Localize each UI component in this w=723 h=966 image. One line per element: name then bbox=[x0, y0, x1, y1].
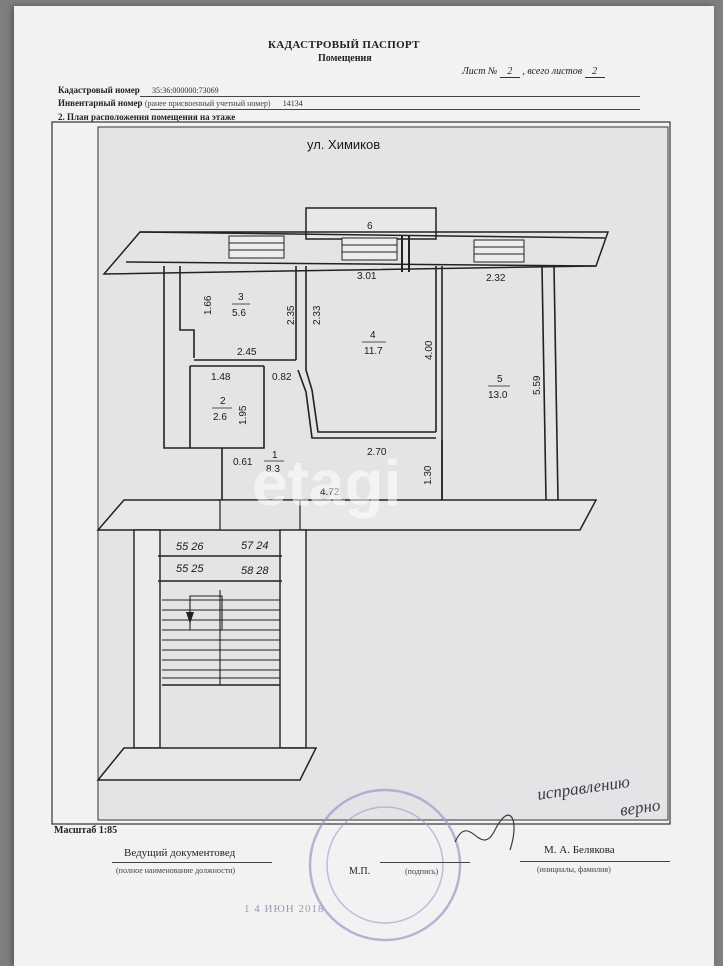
dim-2-35: 2.35 bbox=[286, 305, 297, 325]
room-2-number: 2 bbox=[220, 396, 226, 407]
room-4-area: 11.7 bbox=[364, 346, 383, 357]
room-1-number: 1 bbox=[272, 450, 278, 461]
sheet-number: 2 bbox=[499, 66, 520, 78]
dim-3-01: 3.01 bbox=[357, 271, 377, 282]
position-title: Ведущий документовед bbox=[124, 847, 236, 859]
sheet-label: Лист № bbox=[462, 66, 498, 77]
position-underline bbox=[112, 862, 272, 863]
room-3-number: 3 bbox=[238, 292, 244, 303]
dim-5-59: 5.59 bbox=[532, 375, 543, 395]
dim-1-30: 1.30 bbox=[423, 465, 434, 485]
cadastral-value: 35:36:000000:73069 bbox=[151, 86, 219, 95]
signature bbox=[454, 814, 515, 851]
person-name: М. А. Белякова bbox=[544, 844, 615, 856]
dim-2-70: 2.70 bbox=[367, 447, 387, 458]
cadastral-label: Кадастровый номер bbox=[58, 85, 140, 95]
room-3: 3 5.6 bbox=[232, 292, 250, 319]
person-underline bbox=[520, 861, 670, 862]
stair-mark-1: 55 26 bbox=[176, 541, 204, 553]
stamp-date: 1 4 ИЮН 2018 bbox=[244, 903, 325, 915]
facade-inner-2 bbox=[125, 261, 597, 267]
cadastral-row: Кадастровый номер 35:36:000000:73069 bbox=[58, 85, 219, 95]
room-4: 4 11.7 bbox=[362, 330, 386, 357]
section-heading: 2. План расположения помещения на этаже bbox=[58, 112, 236, 122]
inventory-underline bbox=[150, 109, 640, 110]
official-stamp bbox=[308, 788, 462, 942]
room-5: 5 13.0 bbox=[488, 374, 510, 401]
document-title: КАДАСТРОВЫЙ ПАСПОРТ bbox=[268, 39, 420, 51]
dim-4-72: 4.72 bbox=[320, 487, 340, 498]
room-3-area: 5.6 bbox=[232, 308, 246, 319]
dim-2-33: 2.33 bbox=[312, 305, 323, 325]
dim-6: 6 bbox=[367, 221, 373, 232]
room-5-number: 5 bbox=[497, 374, 503, 385]
document-subtitle: Помещения bbox=[318, 53, 372, 64]
stair-mark-4: 58 28 bbox=[241, 565, 269, 577]
official-stamp-inner bbox=[326, 806, 444, 924]
bottom-wall bbox=[96, 747, 318, 781]
position-caption: (полное наименование должности) bbox=[116, 866, 236, 875]
dim-1-48: 1.48 bbox=[211, 372, 231, 383]
sheets-total-label: , всего листов bbox=[522, 66, 583, 77]
apartment-walls bbox=[163, 265, 559, 501]
inventory-value: 14134 bbox=[282, 99, 303, 108]
inventory-row: Инвентарный номер (ранее присвоенный уче… bbox=[58, 98, 303, 108]
room-2: 2 2.6 bbox=[212, 396, 232, 423]
room-5-area: 13.0 bbox=[488, 390, 508, 401]
dim-1-95: 1.95 bbox=[238, 405, 249, 425]
dim-1-66: 1.66 bbox=[203, 295, 214, 315]
room-2-area: 2.6 bbox=[213, 412, 227, 423]
room-1-area: 8.3 bbox=[266, 464, 280, 475]
scale-label: Масштаб 1:85 bbox=[54, 825, 118, 836]
door-opening bbox=[219, 499, 301, 531]
stair-mark-3: 57 24 bbox=[241, 540, 269, 552]
street-label: ул. Химиков bbox=[307, 137, 380, 152]
sheet-info: Лист № 2 , всего листов 2 bbox=[462, 66, 605, 78]
room-1: 1 8.3 bbox=[264, 450, 284, 475]
stairwell bbox=[133, 529, 307, 749]
dim-0-61: 0.61 bbox=[233, 457, 253, 468]
inventory-note: (ранее присвоенный учетный номер) bbox=[144, 99, 271, 108]
cadastral-underline bbox=[140, 96, 640, 97]
dim-0-82: 0.82 bbox=[272, 372, 292, 383]
inventory-label: Инвентарный номер bbox=[58, 98, 143, 108]
window-3 bbox=[473, 239, 525, 263]
window-1 bbox=[228, 235, 285, 259]
plan-frame bbox=[51, 121, 671, 825]
dim-2-32: 2.32 bbox=[486, 273, 506, 284]
person-caption: (инициалы, фамилия) bbox=[537, 865, 611, 874]
dim-4-00: 4.00 bbox=[424, 340, 435, 360]
sheets-total: 2 bbox=[584, 66, 605, 78]
stair-arrow-icon bbox=[186, 612, 194, 624]
watermark: etagi bbox=[252, 447, 402, 519]
facade-inner bbox=[139, 231, 606, 239]
mp-label: М.П. bbox=[349, 866, 371, 877]
dim-2-45: 2.45 bbox=[237, 347, 257, 358]
stair-mark-2: 55 25 bbox=[176, 563, 204, 575]
signature-underline bbox=[380, 862, 470, 863]
window-2 bbox=[341, 237, 398, 261]
room-4-number: 4 bbox=[370, 330, 376, 341]
signature-caption: (подпись) bbox=[405, 867, 439, 876]
facade-wall bbox=[102, 231, 610, 275]
